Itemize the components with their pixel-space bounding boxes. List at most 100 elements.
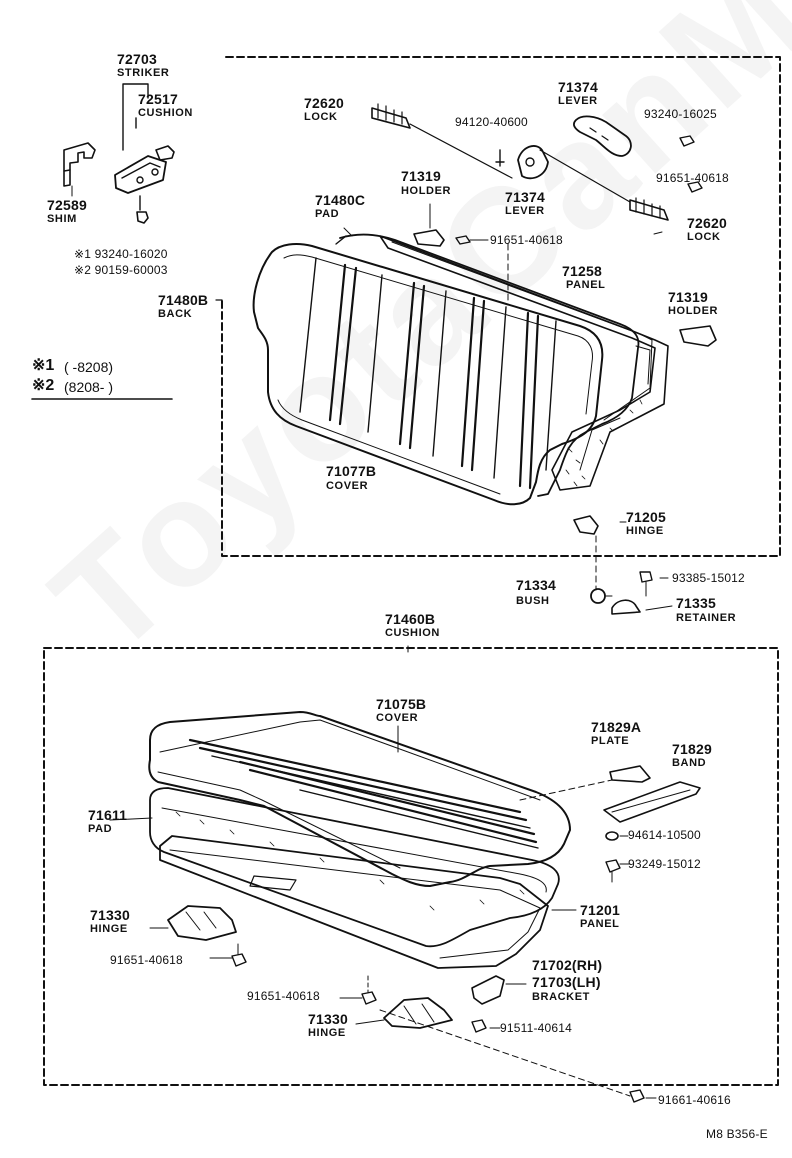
legend-mark-2: ※2 [32,377,55,394]
label-71334-number: 71334 [516,577,556,593]
label-71460B-number: 71460B [385,611,436,627]
label-72620-left-name: LOCK [304,111,338,123]
label-91511-40614: 91511-40614 [500,1021,573,1035]
label-71075B-number: 71075B [376,696,427,712]
label-71829-number: 71829 [672,741,712,757]
legend-mark-1: ※1 [32,357,55,374]
label-71374-center-number: 71374 [505,189,545,205]
striker-part [114,155,167,194]
legend-range-2: (8208- ) [64,379,114,395]
hinge-71330-left [167,905,237,941]
label-71611-name: PAD [88,823,113,835]
screw-93240-16025 [679,135,695,147]
label-72589-name: SHIM [47,213,77,225]
label-72620-left-number: 72620 [304,95,344,111]
screw-93249 [605,859,621,883]
screw-93385 [639,571,653,597]
label-71077B-name: COVER [326,480,369,492]
label-71201-name: PANEL [580,918,620,930]
label-72517-name: CUSHION [138,107,193,119]
back-pad-71480C [335,233,640,497]
bush-71334 [590,588,606,604]
label-71480C-number: 71480C [315,192,366,208]
label-71829A-name: PLATE [591,735,630,747]
panel-shading [565,399,643,487]
back-leaders [343,227,673,653]
label-71335-number: 71335 [676,595,716,611]
label-91651-40618-b: 91651-40618 [490,233,563,247]
cushion-pad-71611 [149,787,560,948]
label-71330-right-number: 71330 [308,1011,348,1027]
label-71829-name: BAND [672,757,707,769]
striker-screw [136,195,149,224]
label-72703-name: STRIKER [117,67,170,79]
band-71829 [603,781,701,823]
label-93249-15012: 93249-15012 [628,857,701,871]
label-93385-15012: 93385-15012 [672,571,745,585]
label-71319-left-number: 71319 [401,168,441,184]
screw-91661 [629,1089,645,1103]
label-71258-name: PANEL [566,279,606,291]
label-91651-40618-a: 91651-40618 [656,171,729,185]
label-71374-top-number: 71374 [558,79,598,95]
label-71077B-number: 71077B [326,463,377,479]
back-cover-71077B [252,243,604,506]
label-71319-right-name: HOLDER [668,305,719,317]
label-71480B-name: BACK [158,308,193,320]
label-71201-number: 71201 [580,902,620,918]
legend-range-1: ( -8208) [64,359,114,375]
holder-71319-left [413,203,445,247]
lever-71374-top [573,115,632,157]
label-71330-right-name: HINGE [308,1027,346,1039]
holder-71319-right [679,325,717,347]
label-71480B-number: 71480B [158,292,209,308]
back-panel-71258 [379,235,669,491]
screw-91651-d [361,975,377,1005]
screw-91651-left [455,235,489,245]
screw-91651-right [687,181,703,193]
label-71334-name: BUSH [516,595,550,607]
label-91651-40618-d: 91651-40618 [247,989,320,1003]
label-94614-10500: 94614-10500 [628,828,701,842]
cushion-part-small [155,145,175,161]
label-71330-left-number: 71330 [90,907,130,923]
retainer-71335 [611,599,641,615]
label-71703: 71703(LH) [532,974,601,990]
backrest-group-frame [221,56,781,557]
label-note-2: ※2 90159-60003 [74,263,168,277]
label-72703-number: 72703 [117,51,157,67]
label-71374-top-name: LEVER [558,95,598,107]
striker-bracket-line [122,83,149,151]
hinge-71330-right [383,997,453,1029]
label-71335-name: RETAINER [676,612,737,624]
bracket-71702 [471,975,505,1005]
label-72517-number: 72517 [138,91,178,107]
lock-72620-left [371,103,513,179]
screw-91511 [471,1019,487,1033]
plate-71829A [609,765,651,783]
label-71075B-name: COVER [376,712,419,724]
label-91661-40616: 91661-40616 [658,1093,731,1107]
footer-code: M8 B356-E [706,1127,768,1141]
cushion-cover-71075B [148,711,571,887]
label-note-1: ※1 93240-16020 [74,247,168,261]
label-71374-center-name: LEVER [505,205,545,217]
hinge-71205 [573,515,599,535]
lock-72620-right [539,149,669,221]
label-71205-number: 71205 [626,509,666,525]
cushion-leaders [109,725,657,1099]
label-72589-number: 72589 [47,197,87,213]
label-91651-40618-c: 91651-40618 [110,953,183,967]
cushion-panel-71201 [159,835,549,969]
washer-94614 [605,831,619,841]
label-93240-16025: 93240-16025 [644,107,717,121]
label-72620-right-name: LOCK [687,231,721,243]
label-bracket: BRACKET [532,991,590,1003]
label-71702: 71702(RH) [532,957,603,973]
cushion-group-frame [43,647,779,1086]
cushion-shading [175,811,525,911]
label-72620-right-number: 72620 [687,215,727,231]
label-71829A-number: 71829A [591,719,642,735]
label-94120-40600: 94120-40600 [455,115,528,129]
